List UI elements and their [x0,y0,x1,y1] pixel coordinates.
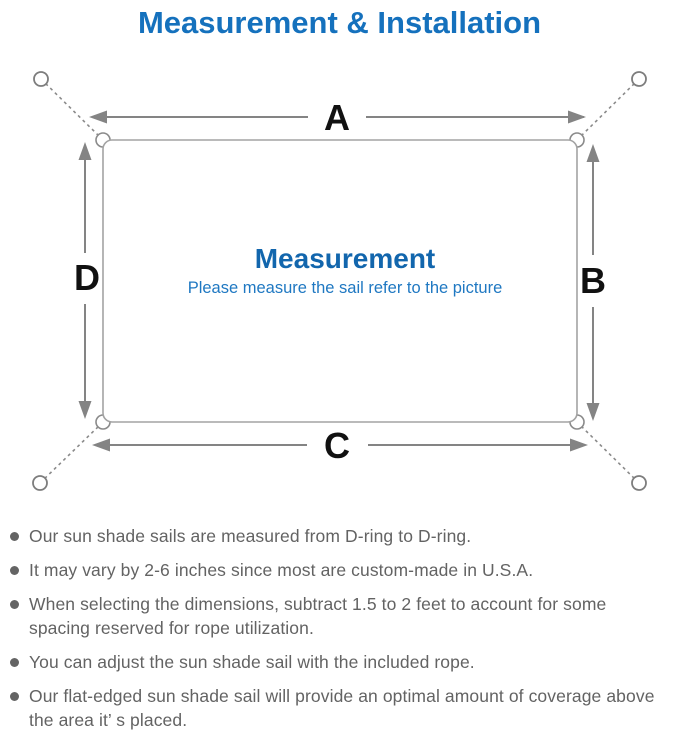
arrowhead-right-down [586,403,600,421]
diagram-center-title: Measurement [255,243,436,274]
anchor-circle-bottom-left [32,475,48,491]
note-item: When selecting the dimensions, subtract … [10,592,671,640]
rope-bottom-right [578,423,640,484]
arrowhead-top-right [568,110,586,124]
note-text: When selecting the dimensions, subtract … [29,594,607,638]
rope-top-right [578,78,640,139]
dimension-lines [84,116,594,446]
notes-list: Our sun shade sails are measured from D-… [10,524,671,739]
note-item: Our flat-edged sun shade sail will provi… [10,684,671,732]
dim-label-d: D [74,257,100,298]
note-text: You can adjust the sun shade sail with t… [29,652,475,672]
note-text: Our sun shade sails are measured from D-… [29,526,472,546]
sail-rectangle [102,139,578,423]
arrowhead-left-down [78,401,92,419]
page-title: Measurement & Installation [137,5,542,40]
rope-top-left [40,78,102,139]
anchor-circle-top-right [631,71,647,87]
note-item: It may vary by 2-6 inches since most are… [10,558,671,582]
bullet-icon [10,658,19,667]
arrowhead-bottom-right [570,438,588,452]
dim-label-a: A [324,97,350,138]
rope-bottom-left [39,423,102,484]
bullet-icon [10,600,19,609]
note-text: Our flat-edged sun shade sail will provi… [29,686,655,730]
sail-measurement-svg: A B C D Measurement Please measure the s… [32,71,647,491]
rope-dashed-lines [39,78,640,484]
arrowhead-right-up [586,144,600,162]
diagram-center-subtitle: Please measure the sail refer to the pic… [188,279,503,297]
arrowhead-bottom-left [92,438,110,452]
arrowhead-left-up [78,142,92,160]
bullet-icon [10,532,19,541]
note-text: It may vary by 2-6 inches since most are… [29,560,534,580]
anchor-circle-bottom-right [631,475,647,491]
arrowhead-top-left [89,110,107,124]
anchor-circle-top-left [33,71,49,87]
dimension-arrowheads [78,110,600,452]
bullet-icon [10,692,19,701]
note-item: Our sun shade sails are measured from D-… [10,524,671,548]
bullet-icon [10,566,19,575]
measurement-diagram: A B C D Measurement Please measure the s… [0,55,679,510]
dim-label-c: C [324,425,350,466]
note-item: You can adjust the sun shade sail with t… [10,650,671,674]
dim-label-b: B [580,260,606,301]
anchor-points [32,71,647,491]
